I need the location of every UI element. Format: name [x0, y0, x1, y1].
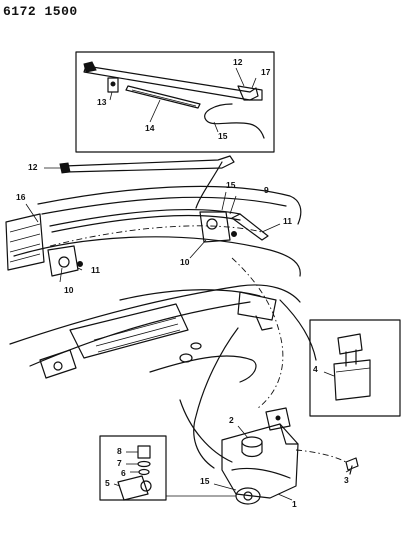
- callout-14: 14: [145, 123, 155, 133]
- inset-pump-motor-box: [99, 435, 236, 501]
- cowl-and-wiper-linkage: [5, 185, 302, 283]
- callout-3: 3: [344, 475, 349, 485]
- callout-2: 2: [229, 415, 234, 425]
- callout-15-lower: 15: [200, 476, 210, 486]
- callout-8: 8: [117, 446, 122, 456]
- inset-wiper-detail-box: [75, 51, 275, 153]
- callout-16: 16: [16, 192, 26, 202]
- diagram-reference-code: 6172 1500: [3, 4, 78, 19]
- callout-15-inset: 15: [218, 131, 228, 141]
- callout-9: 9: [264, 185, 269, 195]
- callout-10-right: 10: [180, 257, 190, 267]
- callout-12-inset: 12: [233, 57, 243, 67]
- callout-5: 5: [105, 478, 110, 488]
- washer-hose: [179, 257, 284, 469]
- cowl-panel: [9, 284, 317, 383]
- callout-11-left: 11: [91, 265, 100, 275]
- callout-11-right: 11: [283, 216, 292, 226]
- callout-12-main: 12: [28, 162, 38, 172]
- callout-15-main: 15: [226, 180, 236, 190]
- callout-13: 13: [97, 97, 107, 107]
- washer-reservoir: [213, 407, 359, 505]
- main-wiper-arm: [44, 155, 235, 209]
- inset-pump-detail-box: [309, 319, 401, 417]
- callout-7: 7: [117, 458, 122, 468]
- callout-6: 6: [121, 468, 126, 478]
- callout-1: 1: [292, 499, 297, 509]
- callout-4: 4: [313, 364, 318, 374]
- callout-17: 17: [261, 67, 271, 77]
- callout-10-left: 10: [64, 285, 74, 295]
